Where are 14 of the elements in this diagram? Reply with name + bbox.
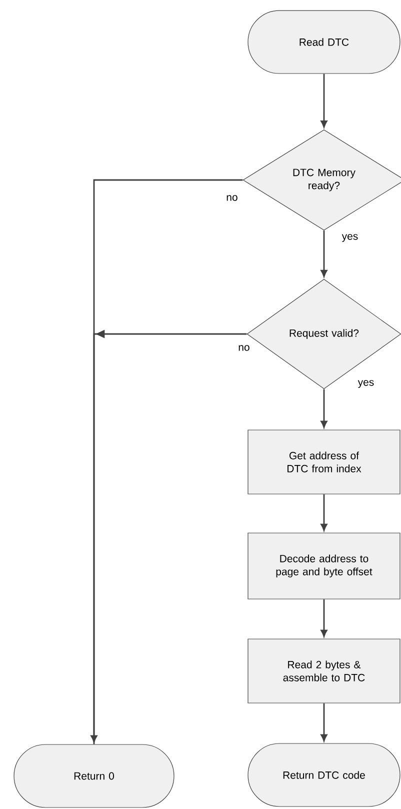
arrow (320, 74, 328, 128)
edge-label: yes (356, 379, 376, 389)
process-box: Read 2 bytes & assemble to DTC (248, 638, 400, 704)
arrow (90, 179, 243, 742)
arrow (320, 389, 328, 428)
edge-label: no (225, 194, 239, 202)
arrow (93, 330, 247, 744)
process-box: Get address of DTC from index (248, 430, 400, 494)
arrow (320, 494, 328, 531)
process-box: Decode address to page and byte offset (248, 532, 400, 600)
arrow (320, 230, 328, 278)
edge-label: yes (340, 233, 360, 243)
arrow (320, 599, 328, 637)
arrow (320, 703, 328, 742)
